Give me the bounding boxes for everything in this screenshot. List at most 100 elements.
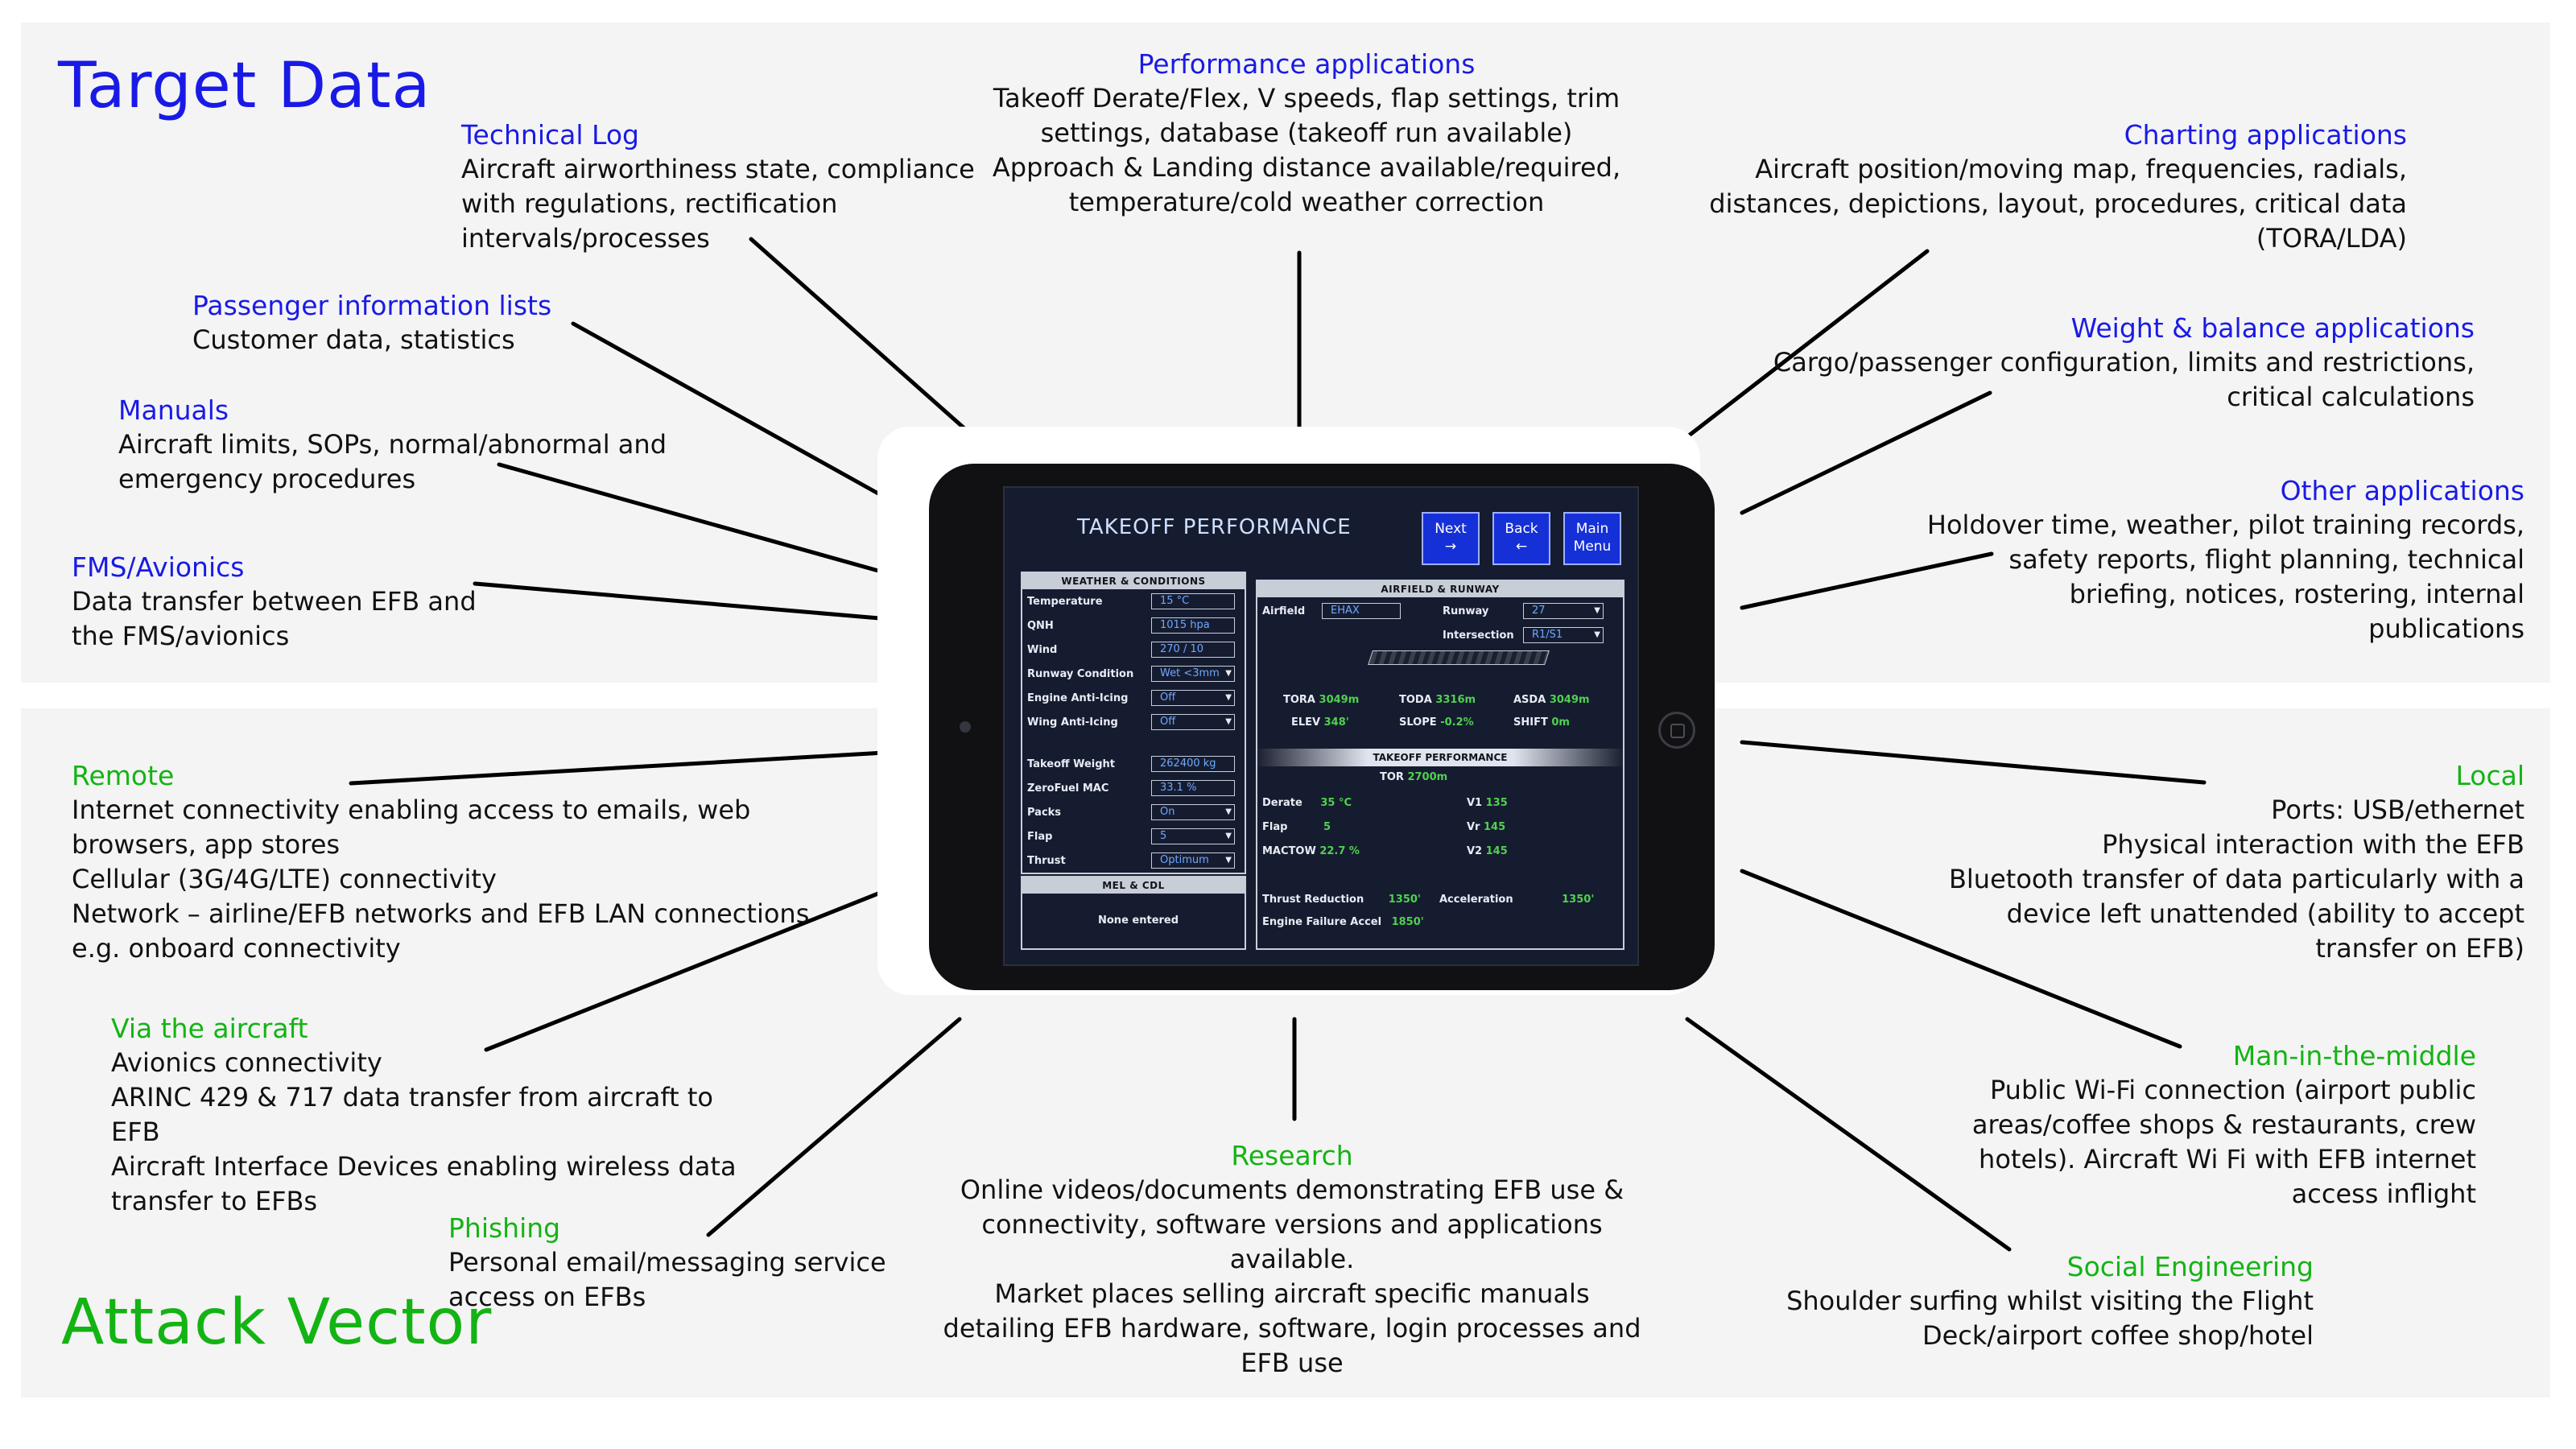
connector-via-aircraft: [484, 883, 901, 1052]
local-line: Bluetooth transfer of data particularly …: [1948, 864, 2524, 894]
derate-label: Derate: [1262, 797, 1302, 809]
via-aircraft-line: transfer to EFBs: [111, 1186, 318, 1216]
other-apps-line: publications: [2368, 613, 2524, 644]
phishing-block: Phishing Personal email/messaging servic…: [448, 1211, 886, 1315]
other-apps-line: briefing, notices, rostering, internal: [2069, 579, 2524, 609]
research-block: Research Online videos/documents demonst…: [926, 1138, 1658, 1381]
performance-apps-line: Takeoff Derate/Flex, V speeds, flap sett…: [993, 83, 1620, 114]
qnh-field[interactable]: 1015 hpa: [1151, 617, 1235, 634]
wing-anti-icing-label: Wing Anti-Icing: [1027, 716, 1118, 729]
runway-condition-select[interactable]: Wet <3mm: [1151, 666, 1235, 682]
charting-apps-line: (TORA/LDA): [2256, 223, 2407, 254]
connector-social-engineering: [1685, 1017, 2012, 1252]
mel-header: MEL & CDL: [1022, 877, 1245, 894]
local-line: transfer on EFB): [2315, 933, 2524, 964]
weight-balance-block: Weight & balance applications Cargo/pass…: [1747, 311, 2475, 415]
mitm-heading: Man-in-the-middle: [2232, 1040, 2476, 1071]
weight-balance-heading: Weight & balance applications: [2070, 312, 2475, 344]
toda-value: 3316m: [1435, 694, 1476, 706]
runway-select[interactable]: 27: [1523, 603, 1604, 619]
tora-label: TORA: [1283, 694, 1315, 706]
arrow-left-icon: ←: [1515, 539, 1528, 555]
remote-line: Cellular (3G/4G/LTE) connectivity: [72, 864, 497, 894]
main-menu-label: Menu: [1573, 539, 1612, 555]
social-engineering-block: Social Engineering Shoulder surfing whil…: [1771, 1249, 2314, 1353]
acceleration-value: 1350': [1562, 894, 1595, 906]
thrust-label: Thrust: [1027, 855, 1066, 867]
local-line: Physical interaction with the EFB: [2102, 829, 2524, 860]
weight-balance-line: critical calculations: [2227, 382, 2475, 412]
passenger-info-heading: Passenger information lists: [192, 290, 552, 321]
performance-apps-line: temperature/cold weather correction: [1068, 187, 1545, 217]
airfield-header: AIRFIELD & RUNWAY: [1257, 581, 1623, 597]
derate-value: 35 °C: [1320, 797, 1352, 809]
slope-value: -0.2%: [1440, 716, 1474, 729]
packs-select[interactable]: On: [1151, 804, 1235, 820]
takeoff-weight-field[interactable]: 262400 kg: [1151, 756, 1235, 772]
mactow-value: 22.7 %: [1319, 845, 1360, 857]
elev-label: ELEV: [1291, 716, 1321, 729]
temperature-field[interactable]: 15 °C: [1151, 593, 1235, 609]
fms-avionics-line: Data transfer between EFB and: [72, 586, 477, 617]
runway-label: Runway: [1443, 605, 1489, 617]
wind-label: Wind: [1027, 644, 1058, 656]
toda-label: TODA: [1399, 694, 1432, 706]
via-aircraft-block: Via the aircraft Avionics connectivity A…: [111, 1011, 737, 1219]
via-aircraft-line: EFB: [111, 1117, 160, 1147]
manuals-line: emergency procedures: [118, 464, 416, 494]
packs-label: Packs: [1027, 807, 1062, 819]
mitm-block: Man-in-the-middle Public Wi-Fi connectio…: [1932, 1038, 2476, 1212]
elev-value: 348': [1323, 716, 1349, 729]
connector-remote: [349, 749, 901, 786]
next-button[interactable]: Next →: [1422, 512, 1480, 565]
via-aircraft-heading: Via the aircraft: [111, 1013, 308, 1044]
research-line: detailing EFB hardware, software, login …: [943, 1313, 1641, 1344]
connector-weight-balance: [1740, 390, 1992, 515]
main-menu-button[interactable]: Main Menu: [1563, 512, 1621, 565]
weather-conditions-panel: WEATHER & CONDITIONS Temperature 15 °C Q…: [1021, 572, 1246, 874]
research-line: connectivity, software versions and appl…: [981, 1209, 1603, 1240]
airfield-field[interactable]: EHAX: [1322, 603, 1401, 619]
via-aircraft-line: Aircraft Interface Devices enabling wire…: [111, 1151, 737, 1182]
via-aircraft-line: Avionics connectivity: [111, 1047, 382, 1078]
v2-value: 145: [1485, 845, 1508, 857]
phishing-line: access on EFBs: [448, 1282, 646, 1312]
temperature-label: Temperature: [1027, 596, 1103, 608]
social-engineering-line: Shoulder surfing whilst visiting the Fli…: [1786, 1286, 2314, 1316]
home-button-icon: [1658, 712, 1695, 749]
flap-label: Flap: [1027, 831, 1053, 843]
connector-mitm: [1740, 869, 2182, 1049]
remote-block: Remote Internet connectivity enabling ac…: [72, 758, 809, 966]
technical-log-line: with regulations, rectification: [461, 188, 838, 219]
arrow-right-icon: →: [1444, 539, 1457, 555]
fms-avionics-heading: FMS/Avionics: [72, 551, 245, 583]
shift-label: SHIFT: [1513, 716, 1548, 729]
local-block: Local Ports: USB/ethernet Physical inter…: [1905, 758, 2524, 966]
connector-local: [1740, 740, 2207, 785]
research-line: available.: [1229, 1244, 1355, 1274]
mitm-line: hotels). Aircraft Wi Fi with EFB interne…: [1979, 1144, 2476, 1174]
mactow-label: MACTOW: [1262, 845, 1316, 857]
back-button[interactable]: Back ←: [1492, 512, 1550, 565]
remote-line: Network – airline/EFB networks and EFB L…: [72, 898, 810, 929]
zerofuel-mac-field[interactable]: 33.1 %: [1151, 780, 1235, 796]
flap-select[interactable]: 5: [1151, 828, 1235, 844]
intersection-select[interactable]: R1/S1: [1523, 627, 1604, 643]
engine-failure-accel-value: 1850': [1391, 916, 1424, 928]
other-apps-block: Other applications Holdover time, weathe…: [1884, 473, 2524, 646]
engine-failure-accel-label: Engine Failure Accel: [1262, 916, 1382, 928]
back-label: Back: [1505, 521, 1538, 537]
performance-apps-line: Approach & Landing distance available/re…: [992, 152, 1621, 183]
next-label: Next: [1435, 521, 1467, 537]
runway-condition-label: Runway Condition: [1027, 668, 1134, 680]
wing-anti-icing-select[interactable]: Off: [1151, 714, 1235, 730]
airfield-runway-panel: AIRFIELD & RUNWAY Airfield EHAX Runway 2…: [1256, 580, 1624, 950]
thrust-select[interactable]: Optimum: [1151, 852, 1235, 869]
engine-anti-icing-select[interactable]: Off: [1151, 690, 1235, 706]
wind-field[interactable]: 270 / 10: [1151, 642, 1235, 658]
technical-log-block: Technical Log Aircraft airworthiness sta…: [461, 118, 975, 256]
manuals-line: Aircraft limits, SOPs, normal/abnormal a…: [118, 429, 667, 460]
charting-apps-line: distances, depictions, layout, procedure…: [1709, 188, 2407, 219]
performance-apps-line: settings, database (takeoff run availabl…: [1040, 118, 1573, 148]
other-apps-heading: Other applications: [2280, 475, 2524, 506]
